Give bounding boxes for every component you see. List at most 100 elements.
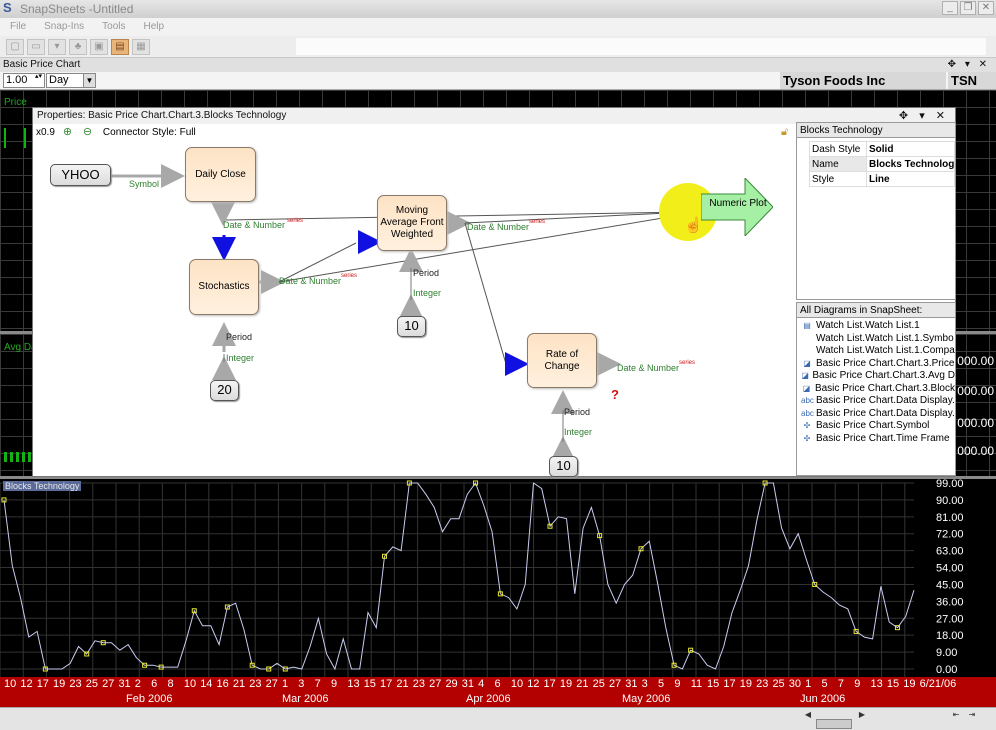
constant-10[interactable]: 10 <box>549 456 578 477</box>
timeframe-select[interactable]: Day▼ <box>46 73 96 88</box>
x-tick-label: 17 <box>36 678 49 690</box>
data-point-marker <box>853 628 859 634</box>
scroll-thumb[interactable] <box>816 719 852 729</box>
diagram-item[interactable]: Watch List.Watch List.1.Symbo <box>801 333 955 346</box>
property-value[interactable]: Solid <box>866 141 955 157</box>
menu-file[interactable]: File <box>10 21 27 32</box>
new-icon[interactable]: ▢ <box>6 38 24 55</box>
x-tick-label: 14 <box>200 678 213 690</box>
scroll-end-icon[interactable]: ⇥ <box>968 710 976 719</box>
property-value[interactable]: Line <box>866 171 955 187</box>
data-point-marker <box>547 523 553 529</box>
x-tick-label: 31 <box>625 678 638 690</box>
title-bar: S SnapSheets -Untitled _ ❐ ✕ <box>0 0 996 18</box>
diagram-item[interactable]: ▤Watch List.Watch List.1 <box>801 320 955 333</box>
block-yhoo[interactable]: YHOO <box>50 164 111 186</box>
constant-10[interactable]: 10 <box>397 316 426 337</box>
label-date-number: Date & Number <box>279 276 342 286</box>
app-icon: S <box>3 0 12 15</box>
toolbar-blank-area <box>296 38 986 55</box>
data-point-marker <box>812 581 818 587</box>
diagram-item[interactable]: Watch List.Watch List.1.Compa <box>801 345 955 358</box>
lock-icon[interactable]: 🔓︎ <box>781 126 789 138</box>
zoom-in-icon[interactable]: ⊕ <box>62 126 73 138</box>
diagram-item-label: Watch List.Watch List.1.Compa <box>816 345 955 356</box>
y-tick-label: 0.00 <box>936 664 957 676</box>
y-tick-label: 45.00 <box>936 579 964 591</box>
pin-controls[interactable]: ✥ ▾ ✕ <box>947 59 990 70</box>
label-integer: Integer <box>413 288 442 298</box>
diagram-item[interactable]: ◪Basic Price Chart.Chart.3.Block <box>801 383 955 396</box>
multiplier-spinner[interactable]: 1.00 <box>3 73 45 88</box>
y-tick-label: 27.00 <box>936 613 964 625</box>
label-date-number: Date & Number <box>467 222 530 232</box>
x-tick-label: 15 <box>707 678 720 690</box>
y-tick-label: 63.00 <box>936 546 964 558</box>
warning-icon: ? <box>611 387 619 402</box>
chart-icon: ◪ <box>802 383 811 393</box>
dialog-controls[interactable]: ✥ ▾ ✕ <box>898 110 949 122</box>
x-tick-label: 6 <box>151 678 158 690</box>
chevron-down-icon[interactable]: ▼ <box>83 74 95 87</box>
block-moving-average[interactable]: Moving Average Front Weighted <box>377 195 447 251</box>
block-daily-close[interactable]: Daily Close <box>185 147 256 202</box>
x-tick-label: 5 <box>658 678 665 690</box>
x-month-label: Feb 2006 <box>126 693 173 705</box>
restore-button[interactable]: ❐ <box>960 1 976 15</box>
x-tick-label: 16 <box>216 678 229 690</box>
block-rate-of-change[interactable]: Rate of Change <box>527 333 597 388</box>
x-tick-label: 6/21/06 <box>919 678 957 690</box>
x-tick-label: 19 <box>53 678 66 690</box>
menu-bar: File Snap-Ins Tools Help <box>0 18 996 36</box>
label-series: series <box>679 360 696 366</box>
numeric-plot-arrow[interactable] <box>701 178 773 236</box>
diagram-canvas[interactable]: YHOO Daily Close Moving Average Front We… <box>33 142 793 477</box>
diagrams-panel-title: All Diagrams in SnapSheet: <box>797 303 955 318</box>
x-month-label: Jun 2006 <box>800 693 846 705</box>
chart-icon: ◪ <box>801 371 809 380</box>
scroll-home-icon[interactable]: ⇤ <box>952 710 960 719</box>
save-icon[interactable]: ▣ <box>90 38 108 55</box>
constant-20[interactable]: 20 <box>210 380 239 401</box>
symbol-name: TSN <box>948 72 996 89</box>
chart-title: Basic Price Chart <box>3 59 81 70</box>
arrow-right-icon[interactable]: ▶ <box>858 710 866 719</box>
horizontal-scrollbar[interactable]: ◀ ▶ ⇤ ⇥ <box>0 707 996 730</box>
arrow-left-icon[interactable]: ◀ <box>804 710 812 719</box>
menu-snap-ins[interactable]: Snap-Ins <box>44 21 85 32</box>
x-tick-label: 25 <box>772 678 785 690</box>
zoom-out-icon[interactable]: ⊖ <box>82 126 93 138</box>
property-key: Name <box>809 156 867 172</box>
diagram-item-label: Watch List.Watch List.1.Symbo <box>816 332 954 344</box>
menu-tools[interactable]: Tools <box>102 21 126 32</box>
property-value[interactable]: Blocks Technolog <box>866 156 955 172</box>
menu-help[interactable]: Help <box>143 21 165 32</box>
connector-style[interactable]: Connector Style: Full <box>102 126 196 138</box>
diagram-item[interactable]: ◪Basic Price Chart.Chart.3.Price <box>801 358 955 371</box>
layout-icon[interactable]: ▦ <box>132 38 150 55</box>
x-month-label: Apr 2006 <box>466 693 511 705</box>
company-name: Tyson Foods Inc <box>780 72 946 89</box>
connector-lines <box>111 164 701 460</box>
diagram-item[interactable]: ✣Basic Price Chart.Time Frame <box>801 433 955 446</box>
properties-icon[interactable]: ▤ <box>111 38 129 55</box>
close-button[interactable]: ✕ <box>978 1 994 15</box>
indicator-chart-svg: 99.0090.0081.0072.0063.0054.0045.0036.00… <box>0 479 964 677</box>
x-tick-label: 1 <box>805 678 812 690</box>
open-icon[interactable]: ▭ <box>27 38 45 55</box>
diagram-item[interactable]: ◪Basic Price Chart.Chart.3.Avg D <box>801 370 955 383</box>
hand-cursor-icon: ☝ <box>684 217 703 234</box>
snapin-icon[interactable]: ♣ <box>69 38 87 55</box>
diagram-item-label: Basic Price Chart.Symbol <box>816 420 930 431</box>
minimize-button[interactable]: _ <box>942 1 958 15</box>
block-stochastics[interactable]: Stochastics <box>189 259 259 315</box>
diagram-item[interactable]: ✣Basic Price Chart.Symbol <box>801 420 955 433</box>
pane-divider[interactable] <box>0 476 996 479</box>
label-series: series <box>529 219 546 225</box>
tool-icon[interactable]: ▾ <box>48 38 66 55</box>
